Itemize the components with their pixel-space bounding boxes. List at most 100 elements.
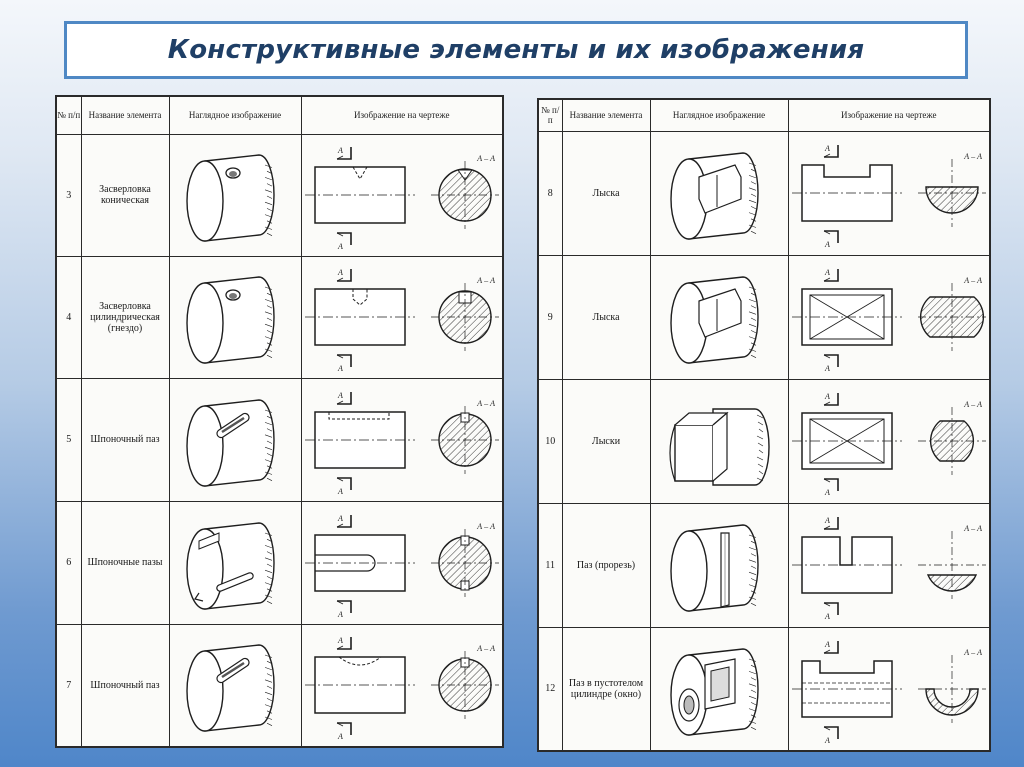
- row-num: 11: [537, 502, 563, 628]
- section-label: А – А: [476, 644, 495, 653]
- pictorial-cell: [649, 130, 789, 256]
- cut-label-top: А: [824, 268, 830, 277]
- header-name: Название элемента: [561, 98, 651, 132]
- pictorial-image: [670, 648, 759, 736]
- row-num: 12: [537, 626, 563, 752]
- elements-table-right: № п/п Название элемента Наглядное изобра…: [537, 98, 991, 752]
- pictorial-image: [186, 398, 275, 487]
- cut-label-top: А: [824, 640, 830, 649]
- header-num: № п/п: [537, 98, 563, 132]
- elements-table-left: № п/п Название элемента Наглядное изобра…: [55, 95, 504, 748]
- row-name: Шпоночные пазы: [80, 500, 170, 625]
- pictorial-cell: [168, 500, 302, 625]
- row-num: 9: [537, 254, 563, 380]
- pictorial-cell: [649, 626, 789, 752]
- cut-label-bottom: А: [337, 732, 343, 741]
- pictorial-image: [186, 521, 275, 610]
- row-name: Паз (прорезь): [561, 502, 651, 628]
- page-title: Конструктивные элементы и их изображения: [167, 35, 865, 65]
- section-label: А – А: [476, 522, 495, 531]
- pictorial-image: [186, 276, 275, 364]
- table-row: 11 Паз (прорезь) А А А – А: [537, 502, 991, 628]
- row-name: Засверловка коническая: [80, 133, 170, 257]
- pictorial-cell: [649, 502, 789, 628]
- section-label: А – А: [963, 400, 982, 409]
- row-name: Шпоночный паз: [80, 623, 170, 748]
- row-name: Паз в пустотелом цилиндре (окно): [561, 626, 651, 752]
- header-drawing: Изображение на чертеже: [300, 95, 504, 135]
- table-row: 6 Шпоночные пазы А А А – А: [55, 500, 504, 625]
- drawing-image: ААА – А: [791, 640, 986, 745]
- drawing-image: А А А – А: [304, 268, 499, 373]
- pictorial-cell: [649, 378, 789, 504]
- section-label: А – А: [476, 276, 495, 285]
- cut-label-bottom: А: [824, 612, 830, 621]
- cut-label-top: А: [337, 268, 343, 277]
- cut-label-bottom: А: [337, 364, 343, 373]
- row-num: 3: [55, 133, 82, 257]
- cut-label-top: А: [337, 514, 343, 523]
- cut-label-bottom: А: [824, 240, 830, 249]
- pictorial-image: [670, 152, 759, 240]
- row-name: Лыска: [561, 254, 651, 380]
- drawing-cell: А А А – А: [300, 500, 504, 625]
- row-name: Лыска: [561, 130, 651, 256]
- cut-label-top: А: [337, 146, 343, 155]
- drawing-image: А А А – А: [791, 516, 986, 621]
- section-label: А – А: [963, 276, 982, 285]
- cut-label-bottom: А: [824, 364, 830, 373]
- row-name: Лыски: [561, 378, 651, 504]
- cut-label-bottom: А: [337, 610, 343, 619]
- table-row: 9 Лыска А А А – А: [537, 254, 991, 380]
- cut-label-bottom: А: [337, 487, 343, 496]
- drawing-image: ААА – А: [304, 636, 499, 741]
- header-drawing: Изображение на чертеже: [787, 98, 991, 132]
- table-row: 10 Лыски А А А – А: [537, 378, 991, 504]
- header-name: Название элемента: [80, 95, 170, 135]
- pictorial-image: [186, 154, 275, 242]
- section-label: А – А: [963, 648, 982, 657]
- cut-label-top: А: [824, 392, 830, 401]
- row-name: Засверловка цилиндрическая (гнездо): [80, 255, 170, 379]
- pictorial-cell: [168, 255, 302, 379]
- row-num: 4: [55, 255, 82, 379]
- drawing-image: А А А – А: [304, 514, 499, 619]
- row-num: 8: [537, 130, 563, 256]
- drawing-image: ААА – А: [304, 391, 499, 496]
- cut-label-bottom: А: [824, 488, 830, 497]
- section-label: А – А: [963, 152, 982, 161]
- pictorial-image: [670, 276, 759, 364]
- row-num: 5: [55, 377, 82, 502]
- row-num: 6: [55, 500, 82, 625]
- drawing-cell: А А А – А: [787, 378, 991, 504]
- drawing-image: ААА – А: [791, 144, 986, 249]
- pictorial-image: [670, 524, 759, 612]
- table-header: № п/п Название элемента Наглядное изобра…: [537, 98, 991, 132]
- header-pictorial: Наглядное изображение: [168, 95, 302, 135]
- drawing-cell: А А А – А: [787, 502, 991, 628]
- table-header: № п/п Название элемента Наглядное изобра…: [55, 95, 504, 135]
- section-label: А – А: [963, 524, 982, 533]
- cut-label-top: А: [824, 516, 830, 525]
- row-name: Шпоночный паз: [80, 377, 170, 502]
- row-num: 10: [537, 378, 563, 504]
- pictorial-cell: [168, 377, 302, 502]
- row-num: 7: [55, 623, 82, 748]
- pictorial-cell: [168, 133, 302, 257]
- cut-label-bottom: А: [337, 242, 343, 251]
- title-banner: Конструктивные элементы и их изображения: [64, 21, 968, 79]
- drawing-cell: А А А – А: [787, 254, 991, 380]
- drawing-image: А А А – А: [791, 268, 986, 373]
- header-num: № п/п: [55, 95, 82, 135]
